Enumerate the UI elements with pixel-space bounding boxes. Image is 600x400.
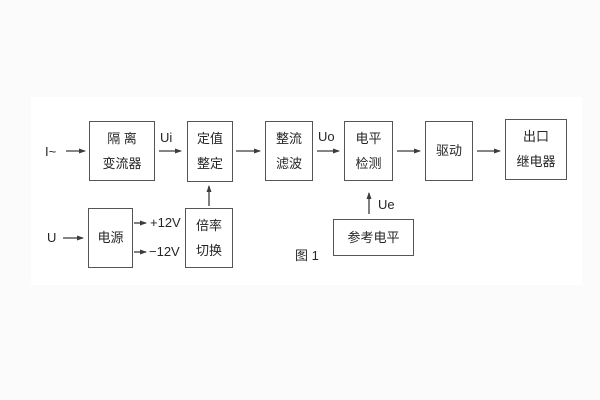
block-power-supply: 电源 <box>88 208 133 268</box>
block-text-line: 整流 <box>275 130 302 146</box>
label-input-voltage: U <box>47 230 57 245</box>
block-text-line: 整定 <box>196 156 223 171</box>
block-text-line: 滤波 <box>275 155 302 171</box>
block-level-detect: 电平 检测 <box>344 121 393 181</box>
block-output-relay: 出口 继电器 <box>505 119 567 180</box>
block-multiplier-switch: 倍率 切换 <box>185 208 233 268</box>
label-uo: Uo <box>318 129 335 144</box>
label-plus-12v: +12V <box>150 215 181 230</box>
block-text-line: 变流器 <box>102 155 142 171</box>
block-text-line: 检测 <box>355 155 382 171</box>
block-text-line: 出口 <box>522 129 549 144</box>
block-reference-level: 参考电平 <box>333 219 414 256</box>
block-text-line: 参考电平 <box>347 229 400 245</box>
label-minus-12v: −12V <box>149 244 180 259</box>
label-input-current: I~ <box>45 144 57 159</box>
label-ui: Ui <box>160 130 173 145</box>
block-text-line: 驱动 <box>435 143 462 158</box>
block-text-line: 继电器 <box>516 154 556 169</box>
block-text-line: 隔 离 <box>107 130 137 146</box>
label-ue: Ue <box>378 197 395 212</box>
block-text-line: 电源 <box>97 230 124 245</box>
block-setting-adjust: 定值 整定 <box>187 121 233 182</box>
figure-caption: 图 1 <box>295 248 319 263</box>
block-drive: 驱动 <box>425 121 473 181</box>
block-isolation-transformer: 隔 离 变流器 <box>89 121 155 181</box>
block-text-line: 电平 <box>355 130 382 146</box>
block-text-line: 定值 <box>196 131 223 146</box>
block-rectify-filter: 整流 滤波 <box>265 121 313 181</box>
block-text-line: 切换 <box>195 242 222 258</box>
block-text-line: 倍率 <box>195 217 222 233</box>
